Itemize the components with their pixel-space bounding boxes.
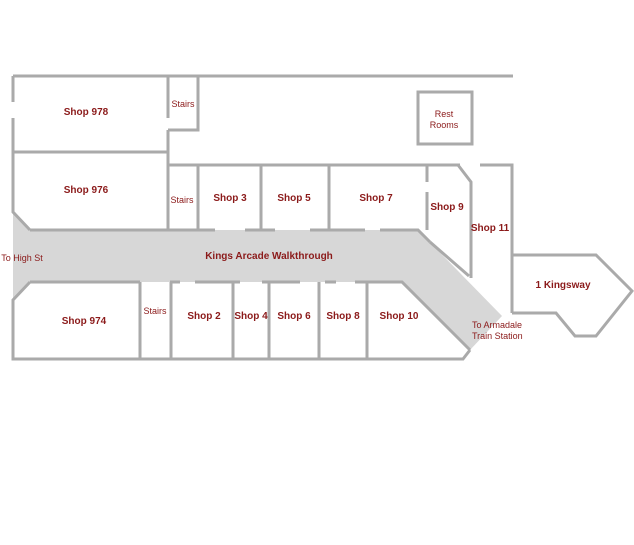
walls xyxy=(11,74,634,361)
shop-6-area[interactable] xyxy=(270,284,318,357)
shop-6-label: Shop 6 xyxy=(277,311,311,322)
shop-9-area[interactable] xyxy=(428,167,470,276)
shop-4-label: Shop 4 xyxy=(234,311,268,322)
shop-2-area[interactable] xyxy=(172,284,232,357)
walkway-label: Kings Arcade Walkthrough xyxy=(205,251,333,262)
shop-5-area[interactable] xyxy=(262,167,328,229)
shop-976-area[interactable] xyxy=(14,154,166,229)
shop-8-area[interactable] xyxy=(320,284,366,357)
shop-7-area[interactable] xyxy=(330,167,426,229)
shop-5-label: Shop 5 xyxy=(277,193,311,204)
shop-11-area[interactable] xyxy=(472,167,510,316)
stairs-lower-label: Stairs xyxy=(143,306,167,316)
shop-978-area[interactable] xyxy=(14,78,166,151)
rest-rooms-box xyxy=(416,90,474,146)
rest-rooms-label-line1: Rest xyxy=(435,109,454,119)
shop-2-label: Shop 2 xyxy=(187,311,221,322)
walkway-area xyxy=(13,212,502,350)
shop-10-area[interactable] xyxy=(368,284,468,357)
shop-11-label: Shop 11 xyxy=(471,223,510,234)
stairs-upper-left-label: Stairs xyxy=(171,99,195,109)
shop-3-label: Shop 3 xyxy=(213,193,247,204)
shop-974-area[interactable] xyxy=(14,284,139,357)
shop-10-label: Shop 10 xyxy=(380,311,419,322)
rest-rooms-label-line2: Rooms xyxy=(430,120,459,130)
kingsway-area[interactable] xyxy=(513,257,631,334)
shop-3-area[interactable] xyxy=(200,167,260,229)
kingsway-label: 1 Kingsway xyxy=(535,280,590,291)
shop-974-label: Shop 974 xyxy=(62,316,107,327)
to-armadale-label-line2: Train Station xyxy=(472,331,523,341)
to-armadale-label-line1: To Armadale xyxy=(472,320,522,330)
shop-976-label: Shop 976 xyxy=(64,185,109,196)
shop-8-label: Shop 8 xyxy=(326,311,360,322)
shop-978-label: Shop 978 xyxy=(64,107,109,118)
stairs-upper-label: Stairs xyxy=(170,195,194,205)
shop-7-label: Shop 7 xyxy=(359,193,393,204)
to-high-st-label: To High St xyxy=(1,253,43,263)
shop-4-area[interactable] xyxy=(234,284,268,357)
shop-9-label: Shop 9 xyxy=(430,202,464,213)
